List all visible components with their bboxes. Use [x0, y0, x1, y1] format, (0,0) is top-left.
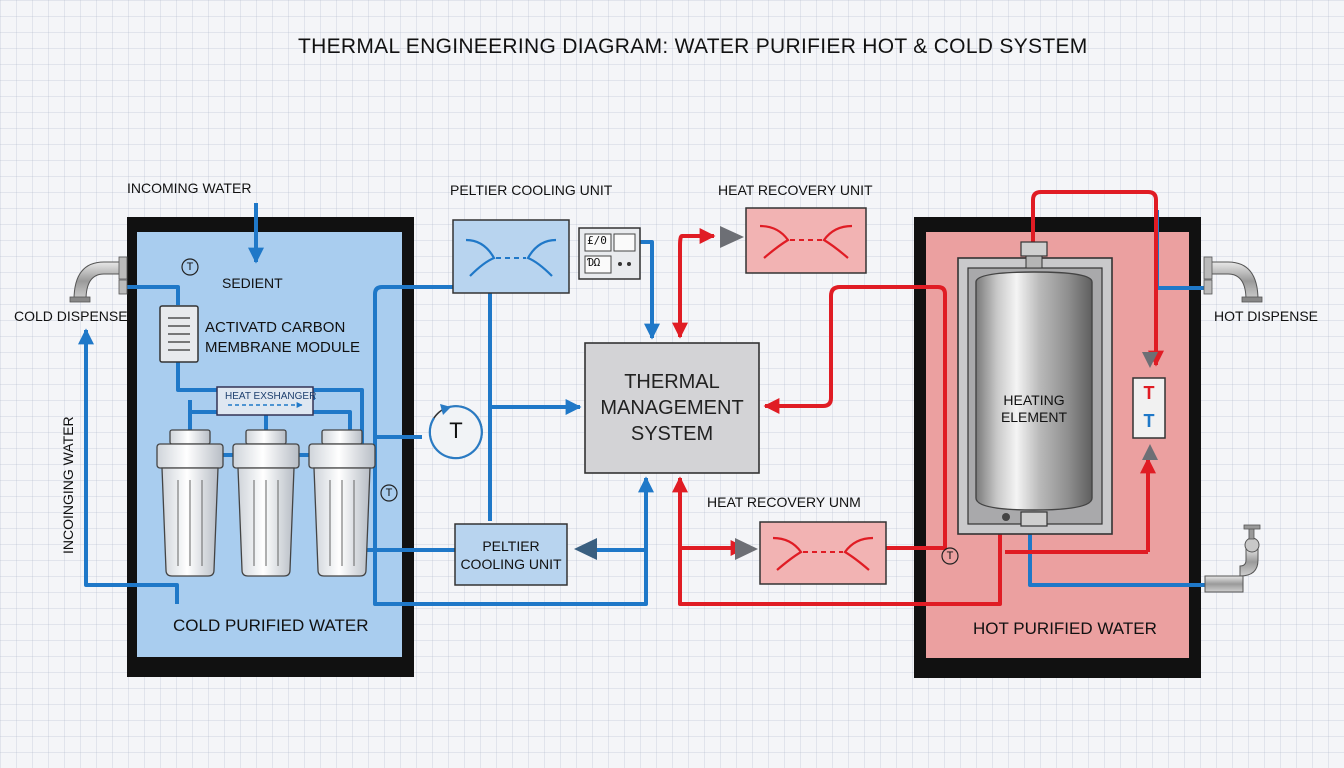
sensor-hot-symbol: T — [1143, 383, 1155, 403]
hot-dispense-faucet — [1203, 256, 1263, 303]
incoming-water-side-label: INCOINGING WATER — [60, 416, 76, 554]
system-label-2: MANAGEMENT — [600, 397, 744, 419]
heat-exchanger-label: HEAT EXSHANGER — [225, 391, 317, 402]
peltier-bottom-label-1: PELTIER — [482, 538, 540, 554]
heat-recovery-unit-bottom — [759, 521, 887, 585]
heating-element-label-1: HEATING — [1003, 392, 1065, 408]
filter-cartridge — [308, 429, 376, 577]
thermal-management-box — [584, 342, 760, 474]
heat-recovery-bottom-label: HEAT RECOVERY UNM — [707, 494, 861, 510]
temp-symbol: T — [186, 261, 194, 273]
temp-symbol: T — [385, 487, 393, 499]
temp-sensor-icon — [941, 547, 959, 565]
sensor-cold-symbol: T — [1143, 411, 1155, 431]
system-label-1: THERMAL — [624, 371, 720, 393]
hot-dispense-label: HOT DISPENSE — [1214, 308, 1318, 324]
cold-dispense-faucet — [69, 256, 128, 303]
heat-recovery-unit-top — [745, 207, 867, 274]
diagram-title: THERMAL ENGINEERING DIAGRAM: WATER PURIF… — [298, 35, 1088, 58]
thermostat-symbol: T — [449, 418, 463, 443]
filter-cartridges — [156, 429, 376, 577]
peltier-display — [578, 227, 641, 280]
thermostat-icon — [428, 404, 483, 460]
flow-arrows — [574, 226, 1158, 560]
cold-dispense-label: COLD DISPENSE — [14, 308, 128, 324]
heat-recovery-top-label: HEAT RECOVERY UNIT — [718, 182, 873, 198]
heating-element — [957, 241, 1113, 535]
cold-tank-label: COLD PURIFIED WATER — [173, 616, 369, 635]
hot-temp-sensor — [1132, 377, 1166, 439]
filter-cartridge — [156, 429, 224, 577]
filter-cartridge — [232, 429, 300, 577]
incoming-water-top-label: INCOMING WATER — [127, 180, 252, 196]
drain-tap — [1204, 524, 1261, 593]
temp-sensor-icon — [181, 258, 199, 276]
heating-element-label-2: ELEMENT — [1000, 409, 1068, 425]
temp-sensor-icon — [380, 484, 398, 502]
hot-water-pipes — [672, 190, 1164, 606]
carbon-module-label-1: ACTIVATD CARBON — [205, 319, 346, 336]
hot-tank-label: HOT PURIFIED WATER — [973, 619, 1157, 638]
temp-symbol: T — [946, 550, 954, 562]
display-readout-2: ƊΩ — [587, 256, 601, 269]
carbon-module — [159, 305, 199, 363]
peltier-top-label: PELTIER COOLING UNIT — [450, 182, 613, 198]
display-readout-1: £/0 — [587, 234, 607, 247]
peltier-unit-top — [452, 219, 570, 294]
system-label-3: SYSTEM — [630, 423, 714, 445]
peltier-bottom-label-2: COOLING UNIT — [460, 556, 562, 572]
peltier-unit-bottom — [454, 523, 568, 586]
heat-exchanger — [216, 386, 314, 416]
carbon-module-label-2: MEMBRANE MODULE — [205, 339, 361, 356]
sediment-label: SEDIENT — [222, 275, 283, 291]
